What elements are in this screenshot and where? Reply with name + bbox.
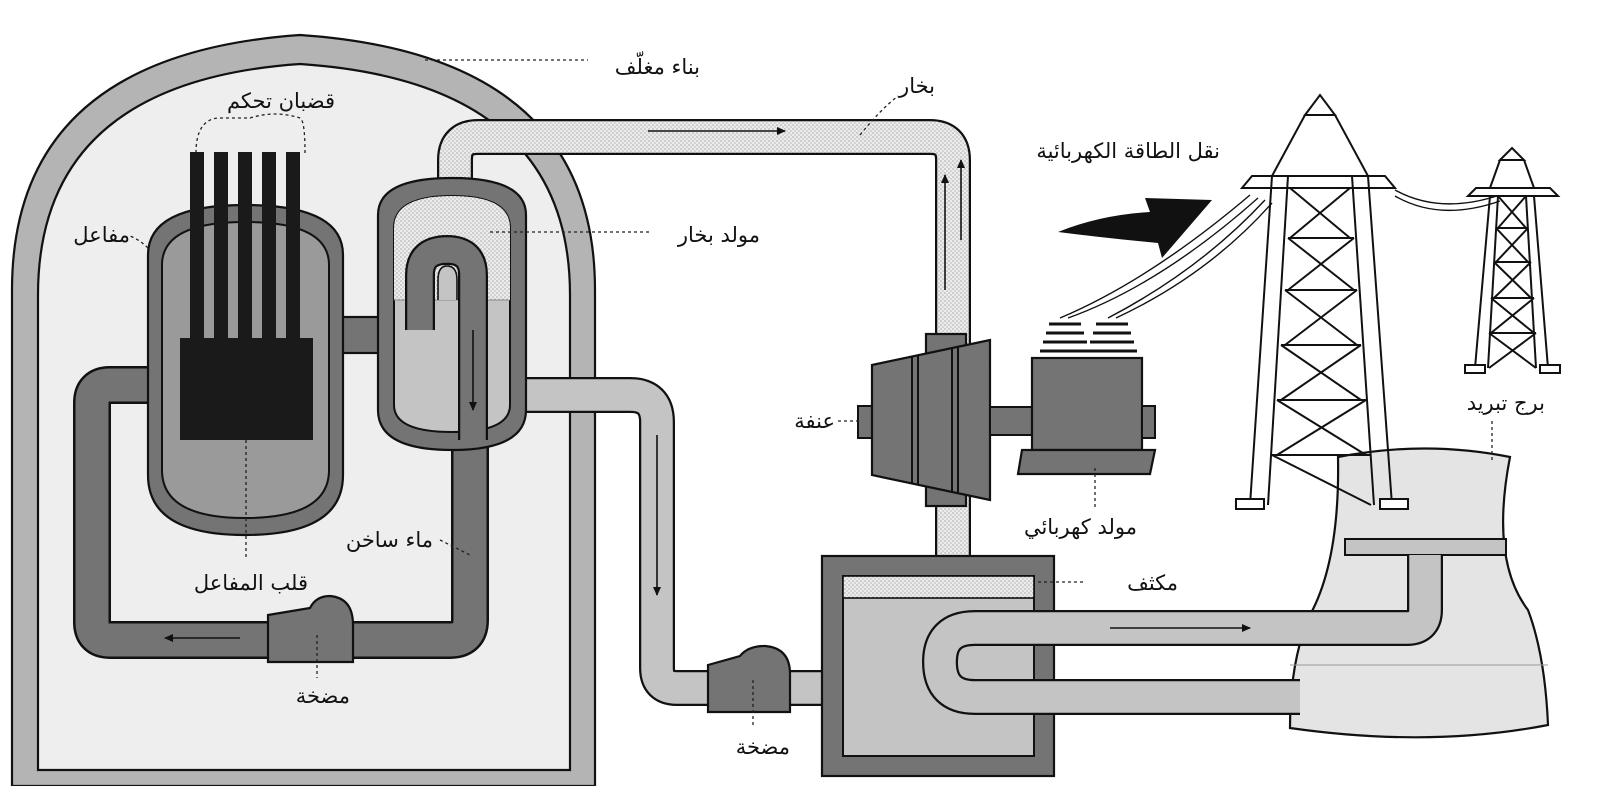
leader-lines	[129, 59, 1493, 728]
label-hot-water: ماء ساخن	[346, 528, 433, 552]
transmission-wires	[1059, 189, 1501, 319]
label-electric-generator: مولد كهربائي	[1024, 515, 1137, 539]
cooling-water-loop	[922, 555, 1443, 715]
steam-generator	[376, 176, 528, 452]
secondary-water-loop	[505, 377, 838, 706]
steam-pipe	[437, 119, 971, 590]
label-reactor: مفاعل	[73, 223, 130, 247]
power-transmission-arrow	[1058, 198, 1212, 258]
label-control-rods: قضبان تحكم	[227, 89, 335, 114]
label-reactor-core: قلب المفاعل	[194, 571, 308, 595]
label-condenser: مكثف	[1127, 571, 1178, 595]
reactor-core	[180, 338, 313, 440]
label-pump-primary: مضخة	[296, 684, 350, 708]
control-rods	[190, 152, 300, 338]
label-pump-secondary: مضخة	[736, 735, 790, 759]
electric-generator	[1016, 322, 1157, 476]
label-steam-generator: مولد بخار	[677, 223, 760, 247]
label-steam: بخار	[898, 74, 935, 98]
label-cooling-tower: برج تبريد	[1467, 391, 1545, 416]
pylon-small	[1464, 146, 1561, 374]
primary-pump	[266, 594, 355, 664]
label-turbine: عنفة	[794, 409, 835, 433]
turbine	[857, 332, 992, 508]
turbine-shaft	[989, 406, 1033, 436]
secondary-pump	[706, 644, 792, 714]
pylon-large	[1235, 93, 1409, 510]
label-power-transmission: نقل الطاقة الكهربائية	[1036, 139, 1220, 163]
label-containment-building: بناء مغلّف	[615, 50, 700, 79]
